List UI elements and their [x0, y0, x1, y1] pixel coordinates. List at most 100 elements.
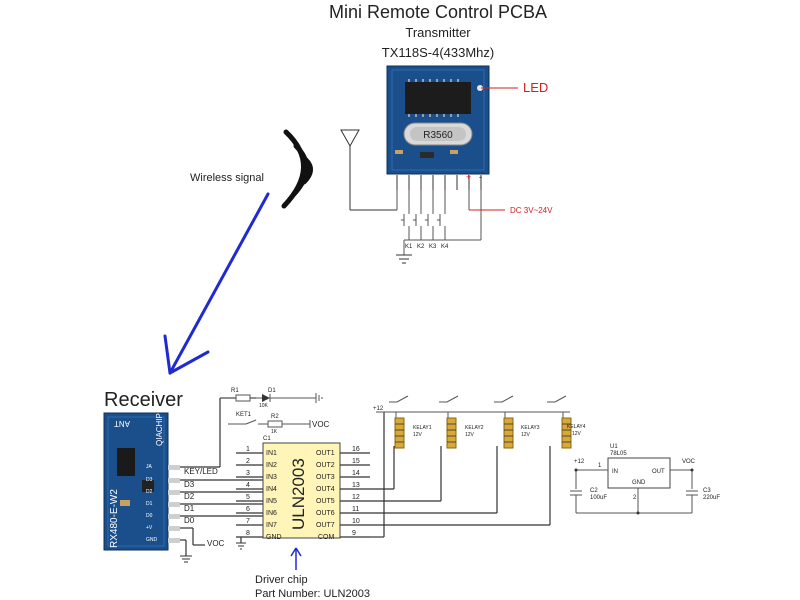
- driver-arrow: [290, 547, 302, 570]
- receiver-module: [103, 412, 169, 551]
- r2-value: 1K: [271, 429, 278, 435]
- ket1-label: KET1: [236, 412, 252, 418]
- chip-pin-10-name: OUT7: [316, 522, 335, 529]
- regulator-in: IN: [612, 469, 618, 475]
- relay-supply-label: +12: [373, 406, 384, 412]
- chip-pin-7-name: IN7: [266, 522, 277, 529]
- pin-label-d1: D1: [184, 504, 195, 513]
- chip-pin-13-name: OUT4: [316, 486, 335, 493]
- chip-right-pins: [340, 452, 370, 538]
- led-indicator: [477, 85, 483, 91]
- relay-1-name: KELAY1: [413, 425, 432, 431]
- chip-pin-4-num: 4: [246, 482, 250, 489]
- r1-value: 10K: [259, 403, 269, 409]
- pin-label-key-led: KEY/LED: [184, 467, 218, 476]
- chip-pin-7-num: 7: [246, 518, 250, 525]
- side-pin-gnd: GND: [146, 537, 158, 543]
- wireless-wave-icon: [281, 129, 313, 209]
- key-label-k2: K2: [417, 244, 425, 250]
- chip-pin-3-name: IN3: [266, 474, 277, 481]
- relay-2-volt: 12V: [465, 432, 475, 438]
- chip-ground-icon: [236, 542, 246, 550]
- chip-pin-5-num: 5: [246, 494, 250, 501]
- regulator-out: OUT: [652, 469, 665, 475]
- chip-pin-10-num: 10: [352, 518, 360, 525]
- model-label: TX118S-4(433Mhz): [382, 45, 494, 60]
- regulator-78l05: [607, 457, 671, 489]
- crystal-label: R3560: [423, 130, 453, 141]
- relay-4: [547, 395, 572, 449]
- d1-label: D1: [268, 388, 276, 394]
- regulator-pin2: 2: [633, 495, 637, 501]
- chip-pin-15-num: 15: [352, 458, 360, 465]
- relay-3-volt: 12V: [521, 432, 531, 438]
- relay-3: [494, 395, 514, 449]
- wireless-arrow: [163, 192, 270, 375]
- receiver-ground-icon: [180, 555, 192, 563]
- regulator-wiring: [570, 469, 698, 514]
- wireless-label: Wireless signal: [190, 172, 264, 184]
- receiver-pin-header: [168, 465, 180, 543]
- side-pin-d3: D3: [146, 477, 153, 483]
- chip-name: ULN2003: [289, 458, 308, 530]
- chip-pin-9-name: COM: [318, 534, 335, 541]
- receiver-brand-text: QIACHIP: [155, 413, 164, 446]
- chip-pin-5-name: IN5: [266, 498, 277, 505]
- indicator-circuit: [220, 393, 323, 428]
- chip-pin-16-name: OUT1: [316, 450, 335, 457]
- relay-4-name: KELAY4: [567, 424, 586, 430]
- side-pin-ja: JA: [146, 464, 153, 470]
- chip-pin-2-name: IN2: [266, 462, 277, 469]
- key-label-k1: K1: [405, 244, 413, 250]
- c2-label: C2: [590, 488, 598, 494]
- regulator-pin1: 1: [598, 463, 602, 469]
- chip-pin-12-num: 12: [352, 494, 360, 501]
- title: Mini Remote Control PCBA: [329, 2, 547, 22]
- key-label-k3: K3: [429, 244, 437, 250]
- driver-caption-2: Part Number: ULN2003: [255, 588, 370, 600]
- output-wiring: [370, 412, 551, 538]
- driver-caption-1: Driver chip: [255, 574, 308, 586]
- regulator-gnd: GND: [632, 480, 646, 486]
- chip-pin-8-name: GND: [266, 534, 282, 541]
- regulator-plus12: +12: [574, 459, 585, 465]
- pin-label-d0: D0: [184, 516, 195, 525]
- r2-label: R2: [271, 414, 279, 420]
- transmitter-key-circuit: [396, 190, 482, 255]
- c3-label: C3: [703, 488, 711, 494]
- side-pin-d0: D0: [146, 513, 153, 519]
- subtitle: Transmitter: [405, 25, 471, 40]
- c2-value: 100uF: [590, 495, 607, 501]
- chip-pin-11-name: OUT6: [316, 510, 335, 517]
- plus-sign: +: [466, 172, 471, 182]
- chip-pin-13-num: 13: [352, 482, 360, 489]
- relay-4-volt: 12V: [572, 431, 582, 437]
- regulator-ref: U1: [610, 444, 618, 450]
- pin-label-d3: D3: [184, 480, 195, 489]
- chip-pin-12-name: OUT5: [316, 498, 335, 505]
- regulator-part: 78L05: [610, 451, 627, 457]
- chip-ref: C1: [263, 436, 271, 442]
- chip-pin-1-num: 1: [246, 446, 250, 453]
- pin-label-voc: VOC: [207, 539, 225, 548]
- chip-pin-1-name: IN1: [266, 450, 277, 457]
- regulator-voc: VOC: [682, 459, 696, 465]
- chip-pin-11-num: 11: [352, 506, 359, 513]
- key-label-k4: K4: [441, 244, 449, 250]
- ground-symbol: [396, 254, 412, 264]
- chip-pin-6-name: IN6: [266, 510, 277, 517]
- side-pin-d1: D1: [146, 501, 153, 507]
- relay-2: [439, 395, 459, 449]
- chip-pin-14-num: 14: [352, 470, 360, 477]
- voc-label-top: VOC: [312, 420, 330, 429]
- chip-pin-15-name: OUT2: [316, 462, 335, 469]
- receiver-module-text: RX480-E-W2: [109, 489, 120, 548]
- chip-pin-9-num: 9: [352, 530, 356, 537]
- relay-1-volt: 12V: [413, 432, 423, 438]
- receiver-wires: [180, 397, 263, 556]
- uln2003-chip: [262, 442, 341, 539]
- chip-pin-16-num: 16: [352, 446, 360, 453]
- relay-3-name: KELAY3: [521, 425, 540, 431]
- chip-pin-4-name: IN4: [266, 486, 277, 493]
